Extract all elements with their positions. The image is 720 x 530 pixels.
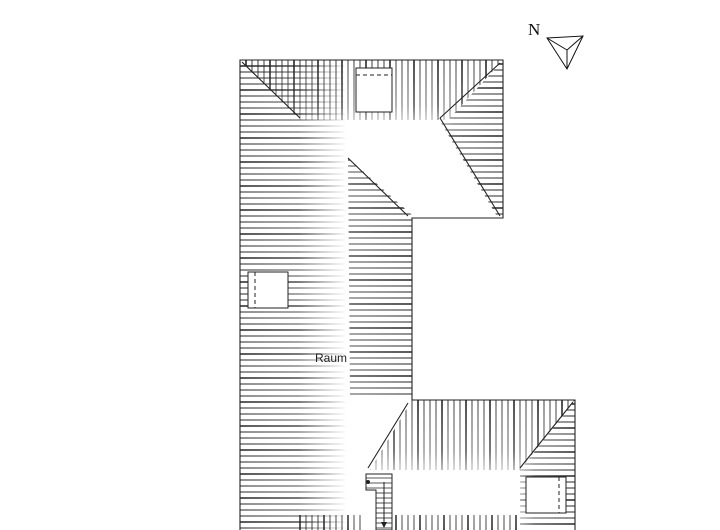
skylight-left: [247, 271, 289, 309]
north-arrow: N: [528, 20, 584, 71]
north-label: N: [528, 20, 540, 39]
north-arrow-icon: [546, 35, 584, 71]
roof-hatch-bottom-edge: [299, 515, 517, 530]
hip-line-lower-right: [519, 401, 574, 469]
staircase: [365, 473, 393, 530]
stair-arrow-icon: [381, 522, 387, 528]
valley-line-upper: [347, 157, 409, 217]
hip-line-right: [439, 117, 501, 217]
stair-start-dot-icon: [366, 480, 370, 484]
hip-line-top-left: [241, 61, 301, 119]
roof-hatch-lower-wing-top: [370, 400, 575, 470]
building-outline: [239, 59, 576, 530]
north-arrow-inner-line-2: [566, 35, 584, 51]
roof-hatch-inner-slope: [348, 159, 412, 395]
valley-line-lower: [367, 402, 409, 469]
skylight-top: [355, 67, 393, 113]
roof-hatch-top-right: [438, 63, 503, 215]
roof-hatch-left: [240, 65, 345, 529]
hip-line-top-right: [439, 62, 501, 119]
north-arrow-inner-line: [546, 37, 568, 51]
outer-wall-outline: [239, 59, 576, 530]
room-label: Raum: [315, 351, 347, 365]
skylight-bottom-right: [525, 476, 567, 514]
